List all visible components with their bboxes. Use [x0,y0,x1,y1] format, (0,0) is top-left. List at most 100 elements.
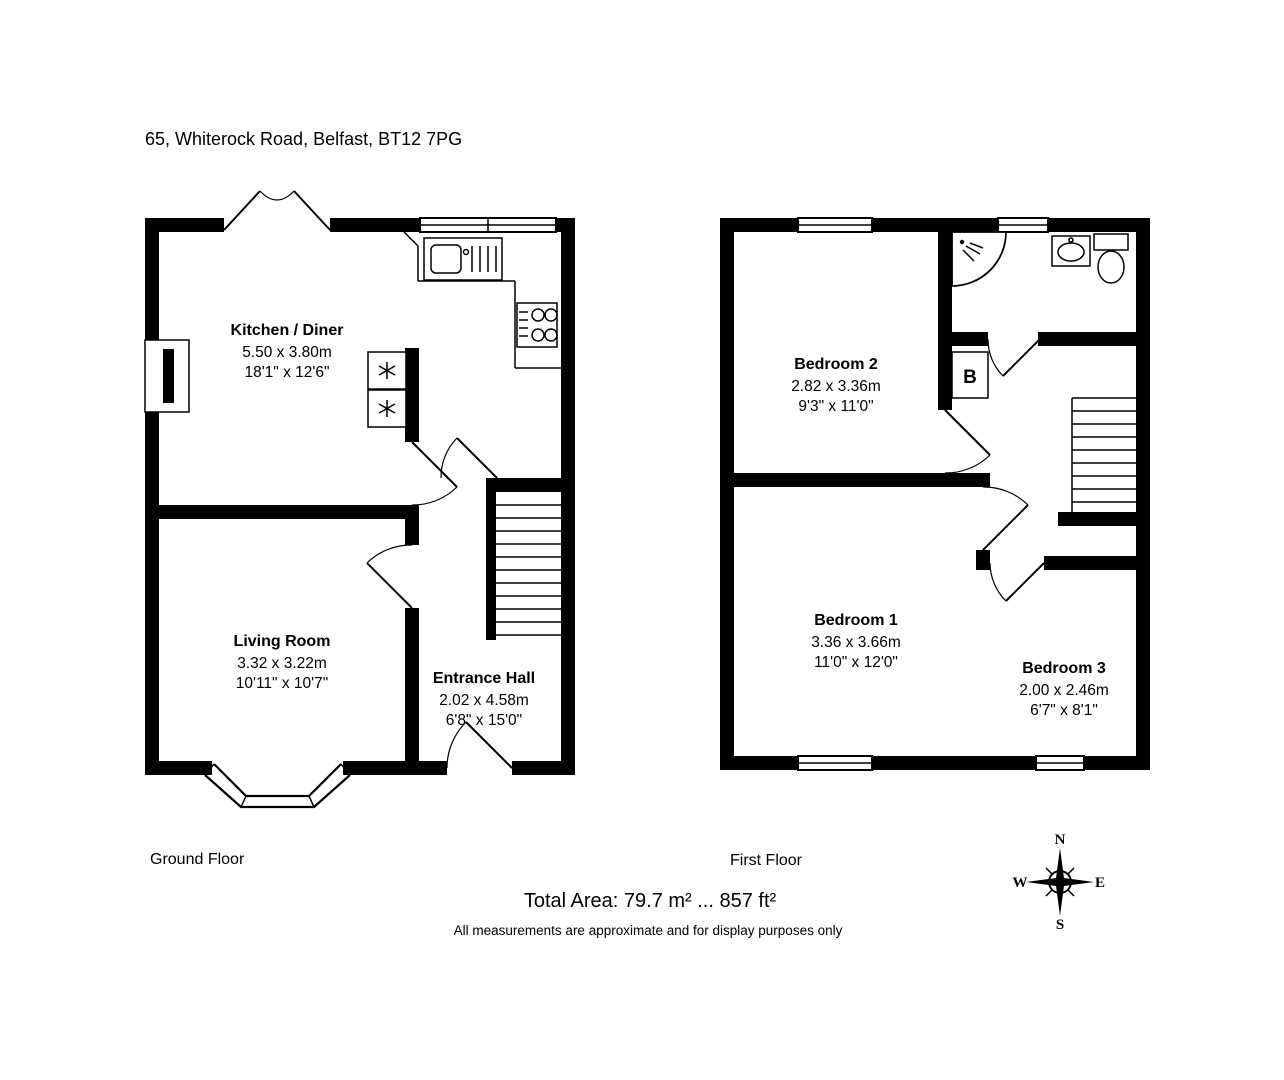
compass-needle-ew [1026,877,1094,887]
bay-outer-line [204,774,351,809]
bay-inner-line [213,763,342,798]
patio-door-arc [259,190,295,201]
compass-east-label: E [1095,875,1105,891]
room-dim-metric: 2.00 x 2.46m [1019,682,1109,699]
bedroom3-door [989,562,1045,602]
door-leaf [366,562,413,609]
stair-treads [496,504,561,636]
bathroom-side-wall [938,232,952,346]
room-dim-imperial: 11'0" x 12'0" [814,654,898,671]
bay-window-opening [212,761,343,775]
stair-treads [1072,397,1136,503]
first-interior [734,232,1136,756]
room-name: Entrance Hall [433,670,535,687]
bathroom-bottom-wall-left [938,332,988,346]
compass-rose-icon: N E S W [1013,832,1106,933]
room-dim-metric: 3.32 x 3.22m [237,655,327,672]
first-floor-plan: B [720,217,1150,771]
corner-shower [951,231,1007,287]
room-name: Bedroom 3 [1022,660,1106,677]
burner-icon [544,328,558,342]
tap-icon [1068,237,1074,243]
shower-icon [951,231,1007,287]
kitchen-door [411,441,458,506]
door-leaf [1002,338,1041,377]
drainer-lines [471,246,497,272]
hob-controls [519,311,528,337]
bedroom2-label: Bedroom 2 2.82 x 3.36m 9'3" x 11'0" [791,356,881,415]
door-arc [440,437,458,479]
door-arc [989,562,1007,602]
bedroom1-window [797,755,873,771]
kitchen-window [419,217,557,233]
burner-icon [531,328,545,342]
door-arc [982,486,1029,506]
compass-north-label: N [1055,832,1066,848]
kitchen-sink [423,237,503,281]
hob-unit [516,302,558,348]
bathroom-window [997,217,1049,233]
door-arc [944,454,991,474]
room-dim-metric: 2.82 x 3.36m [791,378,881,395]
landing-wall-stub [976,550,990,570]
living-room-door [366,544,413,609]
room-dim-metric: 2.02 x 4.58m [439,692,529,709]
freezer-box [367,389,407,428]
room-dim-imperial: 6'8" x 15'0" [446,712,522,729]
hall-wall-middle [405,519,419,545]
door-arc [411,486,458,506]
bedroom3-window [1035,755,1085,771]
door-leaf [944,409,991,456]
hall-wall-lower [405,608,419,761]
stairwell-bottom-wall [1058,512,1136,526]
bedroom2-door [944,409,991,474]
first-floor-stairs [1071,397,1136,512]
door-leaf [1005,562,1045,602]
patio-door-leaves [223,190,331,231]
room-name: Living Room [234,633,331,650]
burner-icon [544,308,558,322]
boiler-label: B [963,367,977,388]
bedroom1-label: Bedroom 1 3.36 x 3.66m 11'0" x 12'0" [811,612,901,671]
property-address: 65, Whiterock Road, Belfast, BT12 7PG [145,129,462,149]
toilet [1093,233,1129,284]
bedroom3-label: Bedroom 3 2.00 x 2.46m 6'7" x 8'1" [1019,660,1109,719]
disclaimer-text: All measurements are approximate and for… [454,923,843,938]
burner-icon [531,308,545,322]
room-name: Bedroom 1 [814,612,898,629]
snowflake-icon [378,400,396,417]
kitchen-counter [403,231,561,369]
toilet-bowl-icon [1097,250,1125,284]
boiler-cupboard: B [951,351,989,399]
window-glazing-lines [420,218,556,232]
bathroom-door [987,338,1041,377]
patio-doors [223,190,331,231]
sink-bowl [430,244,462,274]
compass-west-label: W [1013,875,1028,891]
patio-door-opening [224,218,330,232]
door-leaf [982,504,1029,551]
door-arc [446,721,467,769]
shower-spray-lines [962,242,984,262]
ground-floor-caption: Ground Floor [150,851,245,868]
door-leaf [411,441,458,488]
ground-floor-plan: Kitchen / Diner 5.50 x 3.80m 18'1" x 12'… [144,190,575,809]
boiler-box [951,351,989,399]
fridge-freezer [367,351,407,428]
room-name: Bedroom 2 [794,356,878,373]
stairs-side-wall [486,492,496,640]
door-leaf [465,721,513,769]
room-dim-imperial: 18'1" x 12'6" [244,364,329,381]
toilet-cistern [1093,233,1129,251]
hall-wall-upper [405,348,419,442]
bedroom-divider-wall [720,473,990,487]
bathroom-sink [1051,235,1091,267]
entrance-hall-label: Entrance Hall 2.02 x 4.58m 6'8" x 15'0" [433,670,535,729]
sink-basin [1057,242,1085,262]
total-area-text: Total Area: 79.7 m² ... 857 ft² [524,890,777,912]
ground-stairs [486,478,561,640]
shower-head-icon [959,239,965,245]
room-dim-imperial: 6'7" x 8'1" [1030,702,1098,719]
kitchen-hob [516,302,558,348]
